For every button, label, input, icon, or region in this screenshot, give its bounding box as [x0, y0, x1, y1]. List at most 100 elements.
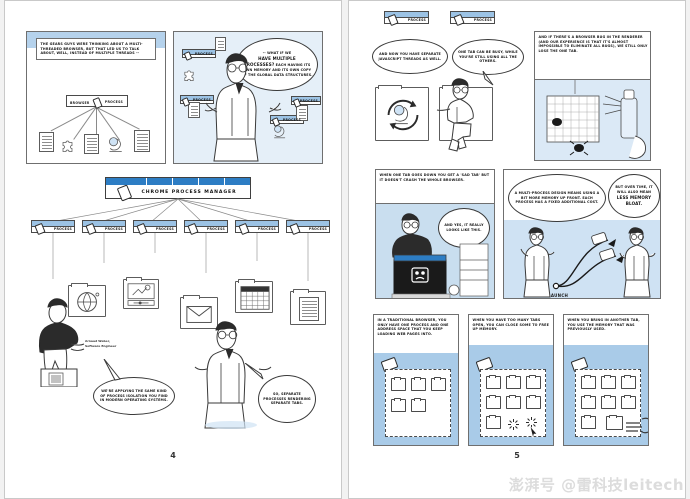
- tab-folder: [391, 398, 406, 412]
- browser-process-label-2: PROCESS: [104, 99, 123, 104]
- tab-folder: [621, 375, 636, 389]
- tab-folder: [581, 375, 596, 389]
- mouse-cursor-icon[interactable]: [529, 424, 539, 439]
- process-chip-top-2[interactable]: PROCESS: [450, 11, 495, 27]
- incoming-motion-lines: [626, 415, 648, 437]
- bug-spray-scene: [535, 80, 650, 160]
- bubble-emph-2: PROCESSES?: [243, 62, 275, 68]
- tab-folder: [486, 375, 501, 389]
- tab-folder: [581, 395, 596, 409]
- tab-folder: [581, 415, 596, 429]
- character-engineer: [202, 50, 284, 162]
- credit-title: Software Engineer: [85, 343, 117, 348]
- bubble-emph-1: HAVE MULTIPLE: [258, 56, 296, 62]
- folder-mail: [180, 295, 218, 329]
- page-number-left: 4: [170, 451, 176, 460]
- character-presenter: [191, 319, 273, 429]
- panel-memory-bloat: A MULTI-PROCESS DESIGN MEANS USING A BIT…: [503, 169, 661, 299]
- document-icon: [296, 105, 308, 121]
- document-icon: [299, 297, 319, 321]
- panel-reuse-memory: WHEN YOU BRING IN ANOTHER TAB, YOU USE T…: [563, 314, 649, 446]
- tab-folder: [601, 395, 616, 409]
- process-chip-label: PROCESS: [53, 226, 72, 231]
- tree-line: [50, 106, 97, 132]
- tab-divider: [224, 178, 225, 185]
- folder-globe: [68, 283, 106, 317]
- tab-folder: [621, 395, 636, 409]
- close-sparkle-icon: [507, 416, 520, 430]
- tab-folder: [486, 415, 501, 429]
- left-page: THE GEARS GUYS WERE THINKING ABOUT A MUL…: [4, 0, 342, 499]
- caption-renderer-bug: AND IF THERE'S A BROWSER BUG IN THE REND…: [535, 32, 650, 80]
- bubble-js-threads: AND NOW YOU HAVE SEPARATE JAVASCRIPT THR…: [372, 39, 448, 74]
- document-icon: [215, 37, 226, 51]
- banner-tab-strip: [106, 178, 250, 185]
- memory-space-grid: [480, 369, 546, 439]
- bubble-tail-isolation: [102, 358, 122, 381]
- credit-name: Arnaud Weber,: [85, 339, 110, 343]
- page-number-right: 5: [514, 451, 520, 460]
- tab-folder: [431, 377, 446, 391]
- process-chip: PROCESS: [182, 49, 216, 61]
- process-chip-label: PROCESS: [206, 226, 225, 231]
- caption-traditional-browser: IN A TRADITIONAL BROWSER, YOU ONLY HAVE …: [374, 315, 458, 353]
- watermark: 澎湃号 @雷科技leitech: [508, 476, 684, 494]
- bubble-less-memory-bloat: BUT OVER TIME, IT WILL ALSO MEAN LESS ME…: [608, 174, 660, 218]
- banner-label: CHROME PROCESS MANAGER: [141, 190, 237, 195]
- bubble-process-isolation: WE'RE APPLYING THE SAME KIND OF PROCESS …: [93, 377, 175, 415]
- character-arnaud-weber: [33, 297, 95, 388]
- bubble-lead: -- WHAT IF WE: [262, 51, 292, 56]
- process-chip-4[interactable]: PROCESS: [184, 220, 228, 236]
- caption-reuse-memory: WHEN YOU BRING IN ANOTHER TAB, YOU USE T…: [564, 315, 648, 345]
- panel-gears: THE GEARS GUYS WERE THINKING ABOUT A MUL…: [26, 31, 166, 164]
- caption-sad-tab: WHEN ONE TAB GOES DOWN YOU GET A 'SAD TA…: [376, 170, 494, 204]
- panel-renderer-bug: AND IF THERE'S A BROWSER BUG IN THE REND…: [534, 31, 651, 161]
- tab-folder: [506, 395, 521, 409]
- panel-multiple-processes: -- WHAT IF WE HAVE MULTIPLE PROCESSES? E…: [173, 31, 323, 164]
- tab-divider: [146, 178, 147, 185]
- folder-reload: [375, 85, 429, 141]
- chrome-process-manager-banner[interactable]: CHROME PROCESS MANAGER: [105, 177, 251, 202]
- memory-space-grid: [575, 369, 641, 437]
- right-page: PROCESS PROCESS AND NOW YOU HAVE SEPARAT…: [348, 0, 686, 499]
- process-chip-2[interactable]: PROCESS: [82, 220, 126, 236]
- tab-folder: [411, 377, 426, 391]
- folder-calendar: [235, 279, 273, 313]
- character-left-gesturing: [516, 226, 560, 298]
- bubble-multiple-processes: -- WHAT IF WE HAVE MULTIPLE PROCESSES? E…: [236, 38, 318, 91]
- document-icon: [39, 132, 54, 152]
- tab-divider: [198, 178, 199, 185]
- process-chip-label: PROCESS: [308, 226, 327, 231]
- bubble-tail-separate: [244, 362, 265, 383]
- puzzle-icon: [182, 67, 196, 81]
- caption-gears: THE GEARS GUYS WERE THINKING ABOUT A MUL…: [36, 38, 156, 61]
- tab-folder: [411, 398, 426, 412]
- process-chip-label: PROCESS: [257, 226, 276, 231]
- panel-sad-tab: WHEN ONE TAB GOES DOWN YOU GET A 'SAD TA…: [375, 169, 495, 299]
- document-icon: [84, 134, 99, 154]
- browser-process-label: BROWSER: [70, 100, 90, 105]
- process-chip-label: PROCESS: [473, 17, 492, 22]
- bubble-rest: EACH HAVING ITS OWN MEMORY AND ITS OWN C…: [241, 63, 313, 77]
- svg-text:LAUNCH: LAUNCH: [548, 293, 568, 298]
- bubble-one-tab-busy: ONE TAB CAN BE BUSY, WHILE YOU'RE STILL …: [452, 39, 524, 75]
- process-chip-6[interactable]: PROCESS: [286, 220, 330, 236]
- bubble-emph: LESS MEMORY BLOAT.: [616, 194, 652, 206]
- process-chip-top-1[interactable]: PROCESS: [384, 11, 429, 27]
- bubble-tail-one-tab: [481, 70, 495, 87]
- bubble-multiprocess-cost: A MULTI-PROCESS DESIGN MEANS USING A BIT…: [508, 174, 606, 222]
- tab-divider: [172, 178, 173, 185]
- process-chip-5[interactable]: PROCESS: [235, 220, 279, 236]
- character-right-gesturing: [614, 226, 658, 298]
- process-chip-label: PROCESS: [104, 226, 123, 231]
- process-chip-3[interactable]: PROCESS: [133, 220, 177, 236]
- flash-plugin-icon: [107, 136, 125, 154]
- document-icon: [134, 130, 150, 152]
- panel-traditional-browser: IN A TRADITIONAL BROWSER, YOU ONLY HAVE …: [373, 314, 459, 446]
- browser-process-node: BROWSER PROCESS: [66, 95, 128, 109]
- bubble-separate-processes: SO, SEPARATE PROCESSES RENDERING SEPARAT…: [258, 375, 316, 423]
- process-chip-1[interactable]: PROCESS: [31, 220, 75, 236]
- tab-folder: [391, 377, 406, 391]
- panel-close-tabs: WHEN YOU HAVE TOO MANY TABS OPEN, YOU CA…: [468, 314, 554, 446]
